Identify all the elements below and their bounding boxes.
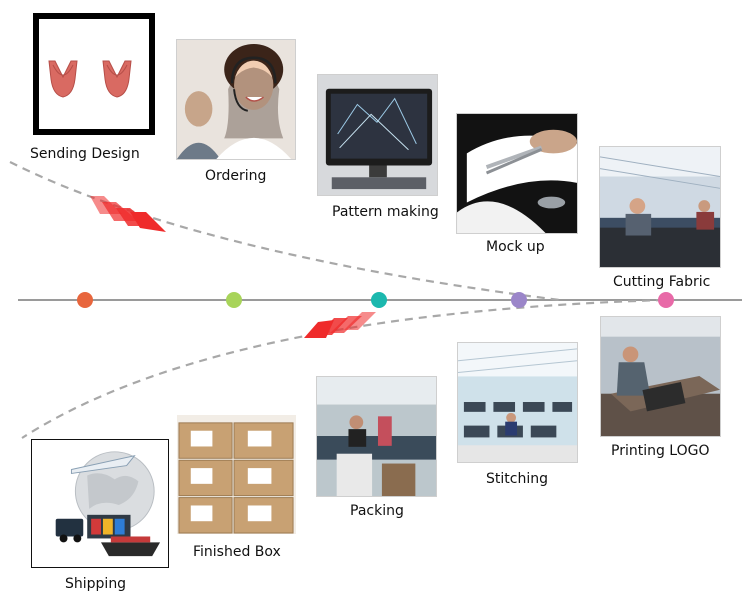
upper-dashed-curve bbox=[9, 161, 561, 302]
sewing-floor-icon bbox=[458, 343, 577, 462]
stitching-photo bbox=[457, 342, 578, 463]
ordering-photo bbox=[176, 39, 296, 160]
sending-design-image bbox=[33, 13, 155, 135]
timeline-dot bbox=[77, 292, 93, 308]
step-label-sending-design: Sending Design bbox=[30, 146, 140, 162]
finished-box-photo bbox=[176, 414, 297, 535]
scissors-fabric-icon bbox=[457, 114, 577, 233]
step-label-mock-up: Mock up bbox=[486, 239, 545, 255]
step-label-printing-logo: Printing LOGO bbox=[611, 443, 710, 459]
sports-bra-icon bbox=[48, 60, 132, 98]
timeline-dot bbox=[658, 292, 674, 308]
mock-up-photo bbox=[456, 113, 578, 234]
step-label-finished-box: Finished Box bbox=[193, 544, 281, 560]
lower-dashed-curve bbox=[21, 298, 665, 439]
packing-photo bbox=[316, 376, 437, 497]
step-label-packing: Packing bbox=[350, 503, 404, 519]
printing-logo-photo bbox=[600, 316, 721, 437]
step-label-cutting-fabric: Cutting Fabric bbox=[613, 274, 711, 290]
timeline-dot bbox=[226, 292, 242, 308]
step-label-shipping: Shipping bbox=[65, 576, 127, 592]
timeline-dot bbox=[371, 292, 387, 308]
step-label-pattern-making: Pattern making bbox=[332, 204, 439, 220]
cardboard-boxes-icon bbox=[177, 415, 296, 534]
cad-monitor-icon bbox=[318, 75, 437, 195]
cutting-fabric-photo bbox=[599, 146, 721, 268]
screen-printing-icon bbox=[601, 317, 720, 436]
customer-service-headset-icon bbox=[177, 40, 295, 159]
timeline-dot bbox=[511, 292, 527, 308]
packing-station-icon bbox=[317, 377, 436, 496]
step-label-stitching: Stitching bbox=[486, 471, 548, 487]
shipping-image bbox=[31, 439, 169, 568]
backward-arrow-icon bbox=[304, 312, 376, 338]
globe-logistics-icon bbox=[32, 440, 168, 567]
pattern-making-photo bbox=[317, 74, 438, 196]
step-label-ordering: Ordering bbox=[205, 168, 267, 184]
forward-arrow-icon bbox=[90, 196, 166, 232]
cutting-workshop-icon bbox=[600, 147, 720, 267]
